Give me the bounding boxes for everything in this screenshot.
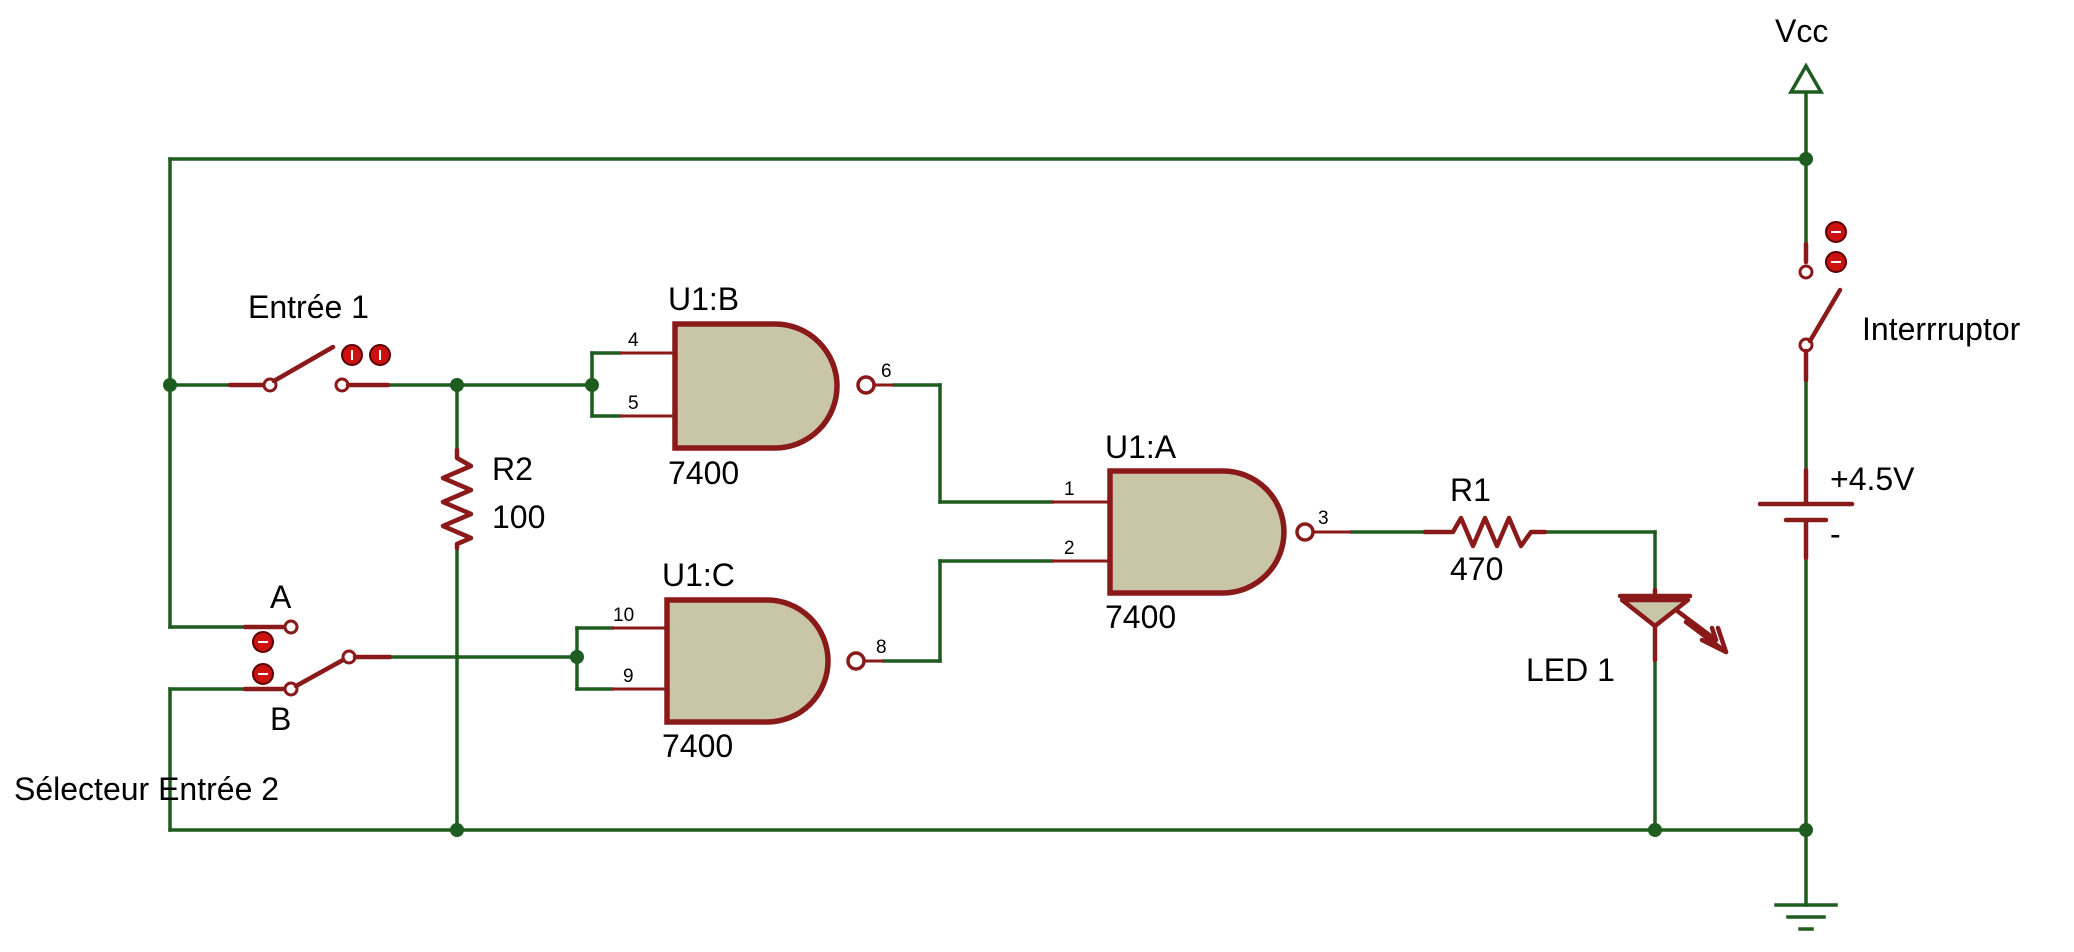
junction-dot	[1799, 823, 1813, 837]
power-switch[interactable]: Interrruptor	[1798, 221, 2021, 383]
u1a-name: U1:A	[1105, 429, 1177, 465]
battery-minus-label: -	[1830, 516, 1841, 552]
junction-dot	[1648, 823, 1662, 837]
u1c-type: 7400	[662, 728, 733, 764]
pin-number: 4	[628, 330, 639, 351]
pin-number: 10	[613, 605, 634, 626]
selector-label: Sélecteur Entrée 2	[14, 771, 279, 807]
vcc-terminal: Vcc	[1775, 13, 1828, 94]
resistor-r2: R2 100	[440, 447, 545, 551]
led-label: LED 1	[1526, 652, 1615, 688]
pin-number: 3	[1318, 508, 1329, 529]
input2-selector-switch[interactable]: A B Sélecteur Entrée 2	[14, 579, 393, 807]
pin-number: 6	[881, 361, 892, 382]
r2-name: R2	[492, 451, 533, 487]
u1c-name: U1:C	[662, 557, 735, 593]
switch-contact-icon[interactable]	[252, 631, 274, 685]
input1-label: Entrée 1	[248, 289, 369, 325]
vcc-label: Vcc	[1775, 13, 1828, 49]
pin-number: 1	[1064, 479, 1075, 500]
u1b-type: 7400	[668, 455, 739, 491]
junctions	[163, 152, 1813, 837]
nand-gate-u1c: 10 9 8 U1:C 7400	[612, 557, 887, 764]
selector-a-label: A	[270, 579, 292, 615]
wires	[168, 90, 1808, 907]
junction-dot	[570, 650, 584, 664]
junction-dot	[585, 378, 599, 392]
r1-value: 470	[1450, 551, 1503, 587]
pin-number: 2	[1064, 538, 1075, 559]
nand-gate-u1a: 1 2 3 U1:A 7400	[1052, 429, 1352, 635]
battery-voltage-label: +4.5V	[1830, 461, 1915, 497]
pin-number: 5	[628, 393, 639, 414]
ground-icon	[1774, 903, 1838, 931]
pin-number: 8	[876, 637, 887, 658]
junction-dot	[1799, 152, 1813, 166]
pin-number: 9	[623, 666, 634, 687]
r2-value: 100	[492, 499, 545, 535]
u1b-name: U1:B	[668, 281, 739, 317]
junction-dot	[450, 378, 464, 392]
led-icon: LED 1	[1526, 587, 1729, 688]
r1-name: R1	[1450, 472, 1491, 508]
battery: +4.5V -	[1757, 461, 1915, 561]
junction-dot	[450, 823, 464, 837]
u1a-type: 7400	[1105, 599, 1176, 635]
interrupteur-label: Interrruptor	[1862, 311, 2021, 347]
junction-dot	[163, 378, 177, 392]
input1-switch[interactable]: Entrée 1	[227, 289, 391, 393]
selector-b-label: B	[270, 701, 291, 737]
switch-contact-icon[interactable]	[1825, 221, 1847, 273]
resistor-r1: R1 470	[1422, 472, 1548, 587]
switch-contact-icon[interactable]	[341, 344, 391, 366]
nand-gate-u1b: 4 5 6 U1:B 7400	[620, 281, 894, 491]
